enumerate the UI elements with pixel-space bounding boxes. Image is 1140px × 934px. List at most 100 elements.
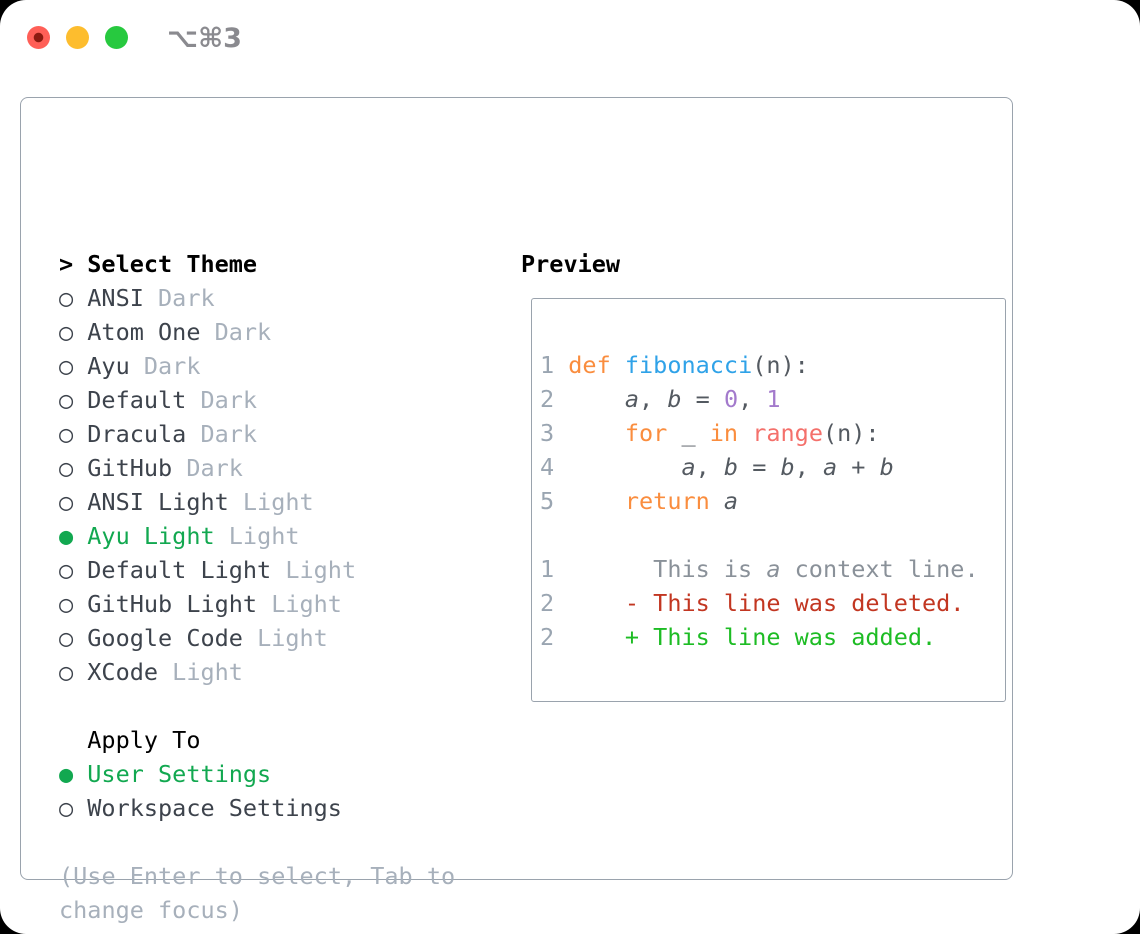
code-token-text <box>738 419 752 447</box>
item-variant-tag: Light <box>257 590 342 618</box>
item-variant-tag: Dark <box>143 284 215 312</box>
item-variant-tag: Light <box>271 556 357 584</box>
theme-item-ansi-light[interactable]: ○ ANSI Light Light <box>59 485 455 519</box>
item-label: User Settings <box>87 760 272 788</box>
code-token-keyword: for <box>624 419 668 447</box>
item-label: GitHub <box>87 454 173 482</box>
theme-picker-panel: >Select Theme ○ANSI Dark○Atom One Dark○A… <box>20 97 1013 924</box>
close-button[interactable] <box>27 26 50 49</box>
item-label: Default <box>87 386 187 414</box>
code-token-text: (n): <box>752 351 809 379</box>
code-line: 3 for _ in range(n): <box>540 416 979 450</box>
preview-header: Preview <box>521 250 621 278</box>
radio-icon: ○ <box>59 318 74 346</box>
apply-option-user-settings[interactable]: ● User Settings <box>59 757 455 791</box>
code-line: 1 This is a context line. <box>540 552 979 586</box>
theme-item-google-code[interactable]: ○ Google Code Light <box>59 621 455 655</box>
radio-icon: ○ <box>59 454 74 482</box>
code-line: 5 return a <box>540 484 979 518</box>
line-number: 2 <box>540 589 555 617</box>
theme-item-ayu-light[interactable]: ●Ayu Light Light <box>59 519 455 553</box>
code-token-variable: a <box>822 453 838 481</box>
item-label: Default Light <box>87 556 272 584</box>
window-title: ⌥⌘3 <box>167 23 242 54</box>
theme-item-default[interactable]: ○Default Dark <box>59 383 455 417</box>
theme-item-ansi[interactable]: ○ANSI Dark <box>59 281 455 315</box>
zoom-button[interactable] <box>105 26 128 49</box>
item-label: Dracula <box>87 420 187 448</box>
code-token-text <box>568 453 681 481</box>
code-token-variable: b <box>723 453 739 481</box>
line-number: 1 <box>540 555 555 583</box>
select-theme-header-label: Select Theme <box>87 250 258 278</box>
apply-to-header: Apply To <box>59 723 455 757</box>
radio-icon: ○ <box>59 556 74 584</box>
code-token-text: (n): <box>822 419 880 447</box>
item-label: GitHub Light <box>87 590 258 618</box>
code-token-keyword: in <box>709 419 739 447</box>
radio-icon: ○ <box>59 488 74 516</box>
code-token-variable: a <box>624 385 640 413</box>
code-token-text <box>568 419 625 447</box>
theme-item-atom-one[interactable]: ○Atom One Dark <box>59 315 455 349</box>
theme-item-default-light[interactable]: ○ Default Light Light <box>59 553 455 587</box>
item-label: Google Code <box>87 624 243 652</box>
radio-icon: ○ <box>59 284 74 312</box>
code-line <box>540 518 979 552</box>
line-number: 3 <box>540 419 555 447</box>
code-token-text <box>611 351 625 379</box>
selected-radio-icon: ● <box>59 760 74 788</box>
item-label: Atom One <box>87 318 201 346</box>
item-variant-tag: Light <box>228 488 314 516</box>
theme-item-github[interactable]: ○ GitHub Dark <box>59 451 455 485</box>
radio-icon: ○ <box>59 624 74 652</box>
apply-to-header-label: Apply To <box>87 726 201 754</box>
code-token-text: + <box>837 453 880 481</box>
code-line: 2 - This line was deleted. <box>540 586 979 620</box>
apply-option-workspace-settings[interactable]: ○Workspace Settings <box>59 791 455 825</box>
code-token-text: = <box>738 453 781 481</box>
item-label: XCode <box>87 658 159 686</box>
code-token-variable: a <box>681 453 696 481</box>
code-token-context_var: a <box>766 555 781 583</box>
code-token-added: + This line was added. <box>568 623 937 651</box>
code-token-text: _ <box>667 419 710 447</box>
theme-item-dracula[interactable]: ○Dracula Dark <box>59 417 455 451</box>
code-token-text <box>568 385 625 413</box>
theme-item-github-light[interactable]: ○GitHub Light Light <box>59 587 455 621</box>
radio-icon: ○ <box>59 420 74 448</box>
code-token-text: , <box>639 385 668 413</box>
line-number: 1 <box>540 351 555 379</box>
item-label: Ayu Light <box>87 522 215 550</box>
item-variant-tag: Dark <box>172 454 243 482</box>
code-token-variable: b <box>667 385 682 413</box>
gap <box>59 689 455 723</box>
code-token-keyword: def <box>568 351 611 379</box>
code-token-deleted: - This line was deleted. <box>568 589 965 617</box>
line-number: 2 <box>540 623 555 651</box>
code-token-text: , <box>794 453 823 481</box>
code-token-builtin: range <box>752 419 823 447</box>
selected-radio-icon: ● <box>59 522 74 550</box>
focus-caret-icon: > <box>59 250 74 278</box>
line-number: 5 <box>540 487 555 515</box>
item-label: ANSI Light <box>87 488 229 516</box>
item-variant-tag: Dark <box>186 386 258 414</box>
help-text-line-1: (Use Enter to select, Tab to <box>59 862 456 890</box>
theme-item-ayu[interactable]: ○Ayu Dark <box>59 349 455 383</box>
radio-icon: ○ <box>59 794 74 822</box>
item-variant-tag: Light <box>242 624 328 652</box>
code-token-context: This is <box>568 555 767 583</box>
code-token-variable: b <box>879 453 894 481</box>
code-token-variable: b <box>780 453 795 481</box>
gap <box>59 825 455 859</box>
code-token-text <box>710 487 724 515</box>
theme-item-xcode[interactable]: ○XCode Light <box>59 655 455 689</box>
minimize-button[interactable] <box>66 26 89 49</box>
code-token-variable: a <box>723 487 739 515</box>
radio-icon: ○ <box>59 352 74 380</box>
left-column: >Select Theme ○ANSI Dark○Atom One Dark○A… <box>59 247 455 927</box>
